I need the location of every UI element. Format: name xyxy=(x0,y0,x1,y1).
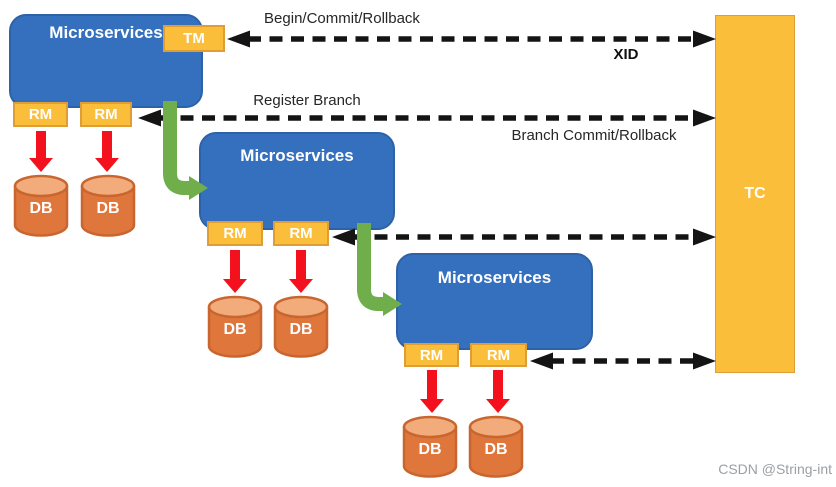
db-label: DB xyxy=(223,321,247,338)
arrow-rm2-tc xyxy=(332,228,716,246)
edge-label-begin-commit-rollback: Begin/Commit/Rollback xyxy=(264,10,420,27)
edge-label-register-branch: Register Branch xyxy=(253,92,361,109)
edge-label-xid: XID xyxy=(613,46,639,63)
microservices-box-2: Microservices xyxy=(199,132,395,230)
rm-tag-3-1: RM xyxy=(404,343,459,367)
db-label: DB xyxy=(418,441,442,458)
db-label: DB xyxy=(96,200,120,217)
db-label: DB xyxy=(484,441,508,458)
csdn-watermark: CSDN @String-int xyxy=(718,461,832,477)
rm-tag-1-2: RM xyxy=(80,102,132,127)
db-cylinder-1-2: DB xyxy=(80,174,136,238)
rm-tag-2-1: RM xyxy=(207,221,263,246)
db-cylinder-1-1: DB xyxy=(13,174,69,238)
arrow-begin-commit-rollback xyxy=(227,30,716,48)
db-cylinder-shape xyxy=(402,415,458,478)
db-label: DB xyxy=(289,321,313,338)
microservices-label: Microservices xyxy=(49,23,163,42)
db-cylinder-2-1: DB xyxy=(207,295,263,359)
db-cylinder-shape xyxy=(468,415,524,478)
tm-tag: TM xyxy=(163,25,225,52)
db-cylinder-shape xyxy=(13,174,69,237)
db-cylinder-3-2: DB xyxy=(468,415,524,479)
rm-tag-1-1: RM xyxy=(13,102,68,127)
db-label: DB xyxy=(29,200,53,217)
microservices-label: Microservices xyxy=(437,268,552,287)
rm-tag-3-2: RM xyxy=(470,343,527,367)
db-cylinder-2-2: DB xyxy=(273,295,329,359)
microservices-label: Microservices xyxy=(240,146,354,165)
edge-label-branch-commit-rollback: Branch Commit/Rollback xyxy=(511,127,677,144)
tc-box: TC xyxy=(715,15,795,373)
db-cylinder-shape xyxy=(80,174,136,237)
microservices-box-3: Microservices xyxy=(396,253,593,350)
rm-tag-2-2: RM xyxy=(273,221,329,246)
arrow-register-branch xyxy=(138,109,716,127)
arrow-rm3-tc xyxy=(530,352,716,370)
db-cylinder-shape xyxy=(273,295,329,358)
db-cylinder-3-1: DB xyxy=(402,415,458,479)
db-cylinder-shape xyxy=(207,295,263,358)
